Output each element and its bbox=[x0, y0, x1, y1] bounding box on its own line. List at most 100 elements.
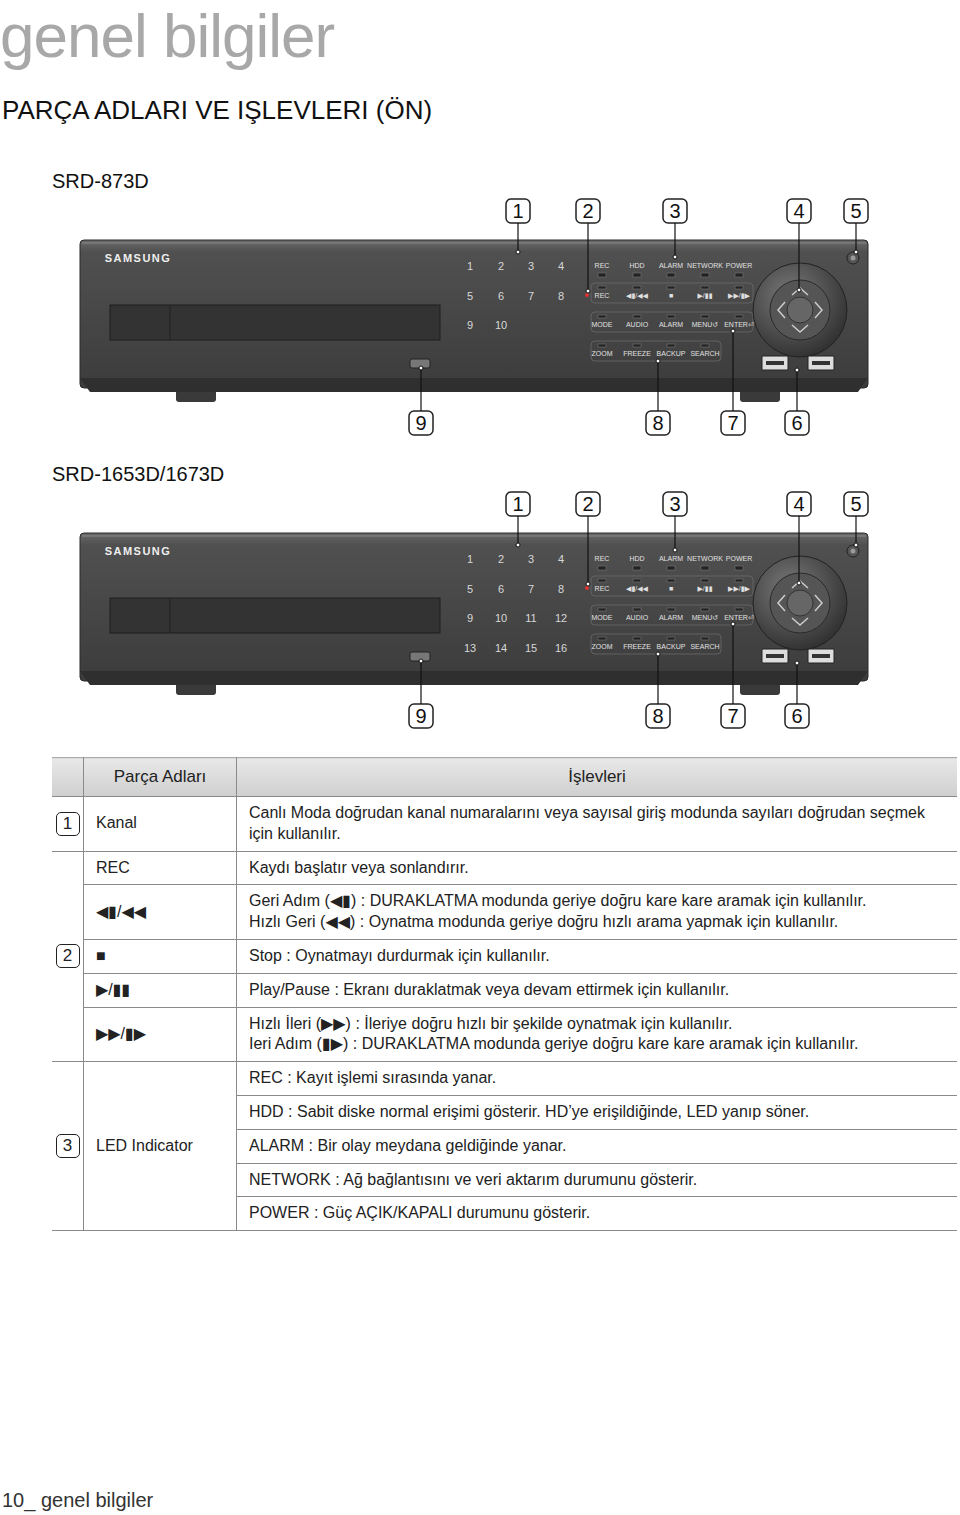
channel-button: 13 bbox=[464, 643, 476, 654]
button-label: SEARCH bbox=[690, 350, 719, 357]
callout-number: 1 bbox=[512, 201, 523, 221]
function-text: Canlı Moda doğrudan kanal numaralarını v… bbox=[249, 803, 945, 845]
channel-button: 4 bbox=[558, 261, 564, 272]
table-cell: 1 bbox=[52, 797, 84, 852]
led-label: HDD bbox=[629, 555, 644, 562]
function-text: REC : Kayıt işlemi sırasında yanar. bbox=[249, 1068, 945, 1089]
led-label: REC bbox=[595, 555, 610, 562]
channel-button: 12 bbox=[555, 613, 567, 624]
channel-button: 5 bbox=[467, 291, 473, 302]
button-label: ▶/▮▮ bbox=[697, 292, 712, 299]
button-label: ▶▶/▮▶ bbox=[728, 585, 750, 592]
table-cell: Parça Adları bbox=[84, 758, 237, 797]
function-text: Hızlı İleri (▶▶) : İleriye doğru hızlı b… bbox=[249, 1014, 945, 1035]
channel-button: 3 bbox=[528, 554, 534, 565]
table-cell: 2 bbox=[52, 851, 84, 1062]
button-label: ZOOM bbox=[592, 643, 613, 650]
callout-number: 6 bbox=[791, 706, 802, 726]
button-label: MENU↺ bbox=[692, 614, 718, 621]
parts-table-grid: Parça Adları İşlevleri 1 Kanal Canlı Moda do… bbox=[52, 757, 957, 1231]
button-label: REC bbox=[595, 292, 610, 299]
brand-logo: SAMSUNG bbox=[105, 546, 172, 557]
table-cell: İşlevleri bbox=[237, 758, 958, 797]
function-text: Geri Adım (◀▮) : DURAKLATMA modunda geri… bbox=[249, 891, 945, 912]
callout-number: 3 bbox=[669, 201, 680, 221]
callout-number: 7 bbox=[727, 413, 738, 433]
table-cell: Hızlı İleri (▶▶) : İleriye doğru hızlı b… bbox=[237, 1007, 958, 1062]
channel-button: 2 bbox=[498, 261, 504, 272]
part-name: REC bbox=[96, 858, 224, 879]
button-label: ◀▮/◀◀ bbox=[626, 585, 648, 592]
button-label: FREEZE bbox=[623, 643, 651, 650]
function-text: Kaydı başlatır veya sonlandırır. bbox=[249, 858, 945, 879]
part-name: ▶/▮▮ bbox=[96, 980, 224, 1001]
function-text: ALARM : Bir olay meydana geldiğinde yana… bbox=[249, 1136, 945, 1157]
led-label: POWER bbox=[726, 555, 752, 562]
button-label: ◀▮/◀◀ bbox=[626, 292, 648, 299]
channel-button: 16 bbox=[555, 643, 567, 654]
channel-button: 7 bbox=[528, 291, 534, 302]
function-text: Hızlı Geri (◀◀) : Oynatma modunda geriye… bbox=[249, 912, 945, 933]
channel-button: 10 bbox=[495, 320, 507, 331]
table-cell: REC bbox=[84, 851, 237, 885]
column-header: İşlevleri bbox=[249, 766, 945, 788]
table-cell: Kaydı başlatır veya sonlandırır. bbox=[237, 851, 958, 885]
button-label: REC bbox=[595, 585, 610, 592]
function-text: Ieri Adım (▮▶) : DURAKLATMA modunda geri… bbox=[249, 1034, 945, 1055]
table-cell: Play/Pause : Ekranı duraklatmak veya dev… bbox=[237, 973, 958, 1007]
channel-button: 15 bbox=[525, 643, 537, 654]
callout-number: 9 bbox=[415, 413, 426, 433]
button-label: ■ bbox=[669, 292, 673, 299]
table-cell: NETWORK : Ağ bağlantısını ve veri aktarı… bbox=[237, 1163, 958, 1197]
button-label: ZOOM bbox=[592, 350, 613, 357]
button-label: FREEZE bbox=[623, 350, 651, 357]
button-label: AUDIO bbox=[626, 321, 648, 328]
button-label: AUDIO bbox=[626, 614, 648, 621]
button-label: BACKUP bbox=[657, 643, 686, 650]
led-label: NETWORK bbox=[687, 555, 723, 562]
table-cell: REC : Kayıt işlemi sırasında yanar. bbox=[237, 1062, 958, 1096]
part-name: ◀▮/◀◀ bbox=[96, 902, 224, 923]
function-text: Stop : Oynatmayı durdurmak için kullanıl… bbox=[249, 946, 945, 967]
channel-button: 4 bbox=[558, 554, 564, 565]
button-label: ▶/▮▮ bbox=[697, 585, 712, 592]
callout-number: 5 bbox=[850, 201, 861, 221]
part-name: LED Indicator bbox=[96, 1136, 224, 1157]
channel-button: 8 bbox=[558, 584, 564, 595]
column-header: Parça Adları bbox=[96, 766, 224, 788]
led-label: NETWORK bbox=[687, 262, 723, 269]
led-label: ALARM bbox=[659, 555, 683, 562]
table-cell: POWER : Güç AÇIK/KAPALI durumunu gösteri… bbox=[237, 1197, 958, 1231]
callout-number: 2 bbox=[582, 201, 593, 221]
channel-button: 10 bbox=[495, 613, 507, 624]
function-text: Play/Pause : Ekranı duraklatmak veya dev… bbox=[249, 980, 945, 1001]
table-cell: ▶/▮▮ bbox=[84, 973, 237, 1007]
button-label: SEARCH bbox=[690, 643, 719, 650]
part-name: Kanal bbox=[96, 813, 224, 834]
callout-number: 5 bbox=[850, 494, 861, 514]
table-cell: Stop : Oynatmayı durdurmak için kullanıl… bbox=[237, 939, 958, 973]
button-label: ALARM bbox=[659, 321, 683, 328]
function-text: HDD : Sabit diske normal erişimi gösteri… bbox=[249, 1102, 945, 1123]
callout-number: 4 bbox=[793, 201, 804, 221]
dvr-front-panel bbox=[80, 492, 868, 728]
callout-number: 2 bbox=[56, 944, 80, 968]
channel-button: 3 bbox=[528, 261, 534, 272]
part-name: ■ bbox=[96, 946, 224, 967]
brand-logo: SAMSUNG bbox=[105, 253, 172, 264]
callout-number: 3 bbox=[669, 494, 680, 514]
callout-number: 6 bbox=[791, 413, 802, 433]
button-label: BACKUP bbox=[657, 350, 686, 357]
table-cell: 3 bbox=[52, 1062, 84, 1231]
model-name: SRD-1653D/1673D bbox=[52, 464, 224, 484]
table-cell: Geri Adım (◀▮) : DURAKLATMA modunda geri… bbox=[237, 885, 958, 940]
table-cell bbox=[52, 758, 84, 797]
callout-number: 1 bbox=[56, 812, 80, 836]
section-heading: PARÇA ADLARI VE IŞLEVLERI (ÖN) bbox=[2, 97, 432, 123]
channel-button: 2 bbox=[498, 554, 504, 565]
part-name: ▶▶/▮▶ bbox=[96, 1024, 224, 1045]
led-label: REC bbox=[595, 262, 610, 269]
channel-button: 1 bbox=[467, 261, 473, 272]
callout-number: 4 bbox=[793, 494, 804, 514]
function-text: NETWORK : Ağ bağlantısını ve veri aktarı… bbox=[249, 1170, 945, 1191]
